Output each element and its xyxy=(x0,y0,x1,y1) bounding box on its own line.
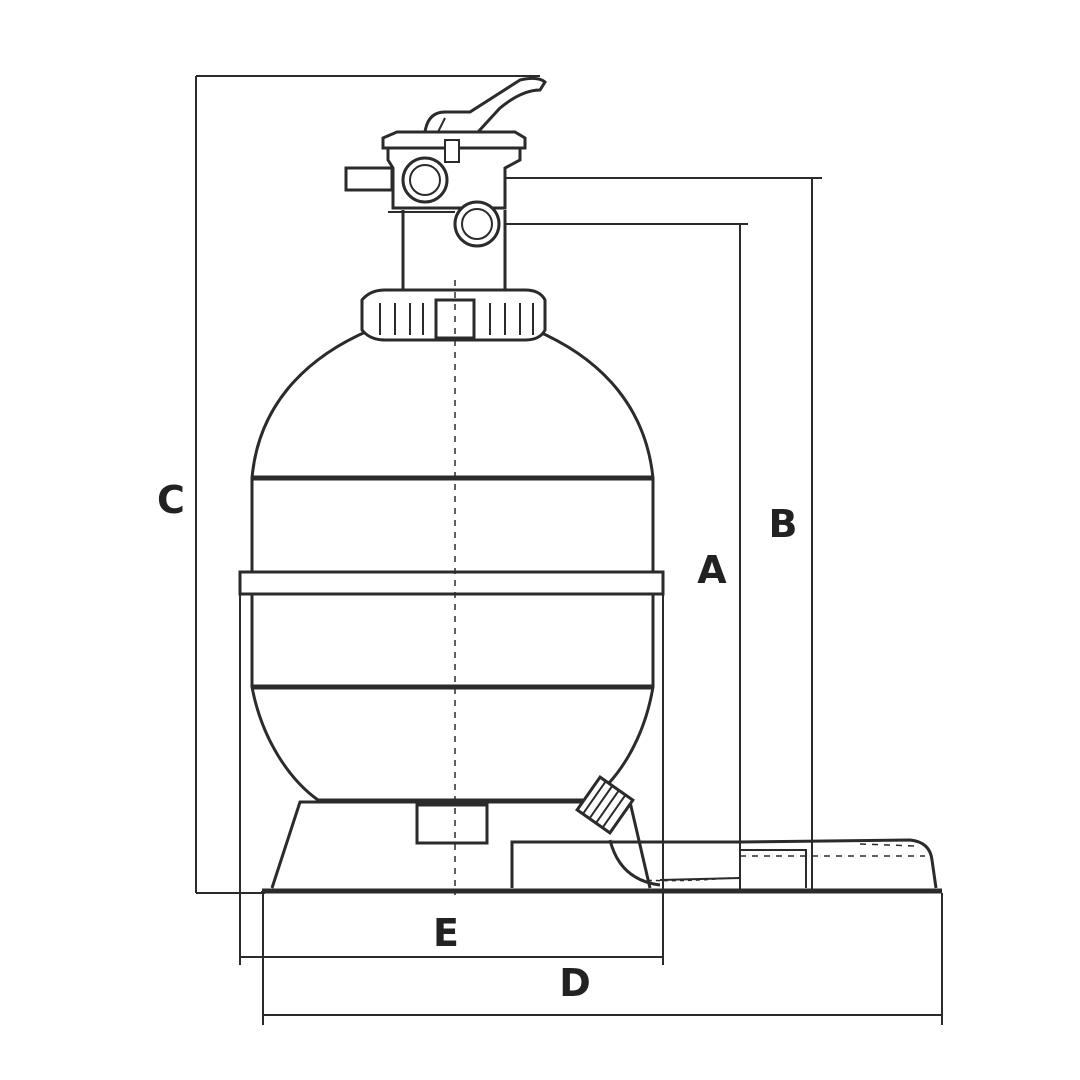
tank-band xyxy=(238,570,665,596)
tank-closure-ring xyxy=(360,288,547,342)
base-plate xyxy=(261,888,942,894)
dimension-label-d: D xyxy=(559,961,591,1005)
multiport-valve xyxy=(344,130,527,248)
pump-housing xyxy=(510,838,938,889)
drain-pipe xyxy=(608,839,741,887)
dimension-e xyxy=(239,585,664,965)
valve-handle xyxy=(423,76,547,134)
dimension-b xyxy=(505,177,822,890)
dimension-label-a: A xyxy=(697,548,727,592)
tank-pedestal xyxy=(270,800,652,889)
filter-tank xyxy=(250,328,655,802)
dimension-a xyxy=(505,223,748,890)
drain-nozzle xyxy=(415,775,635,845)
dimension-label-b: B xyxy=(769,502,798,546)
dimension-d xyxy=(262,893,943,1025)
valve-neck xyxy=(401,210,507,290)
dimension-c xyxy=(195,75,540,894)
dimension-label-c: C xyxy=(157,478,185,522)
dimension-label-e: E xyxy=(433,911,459,955)
